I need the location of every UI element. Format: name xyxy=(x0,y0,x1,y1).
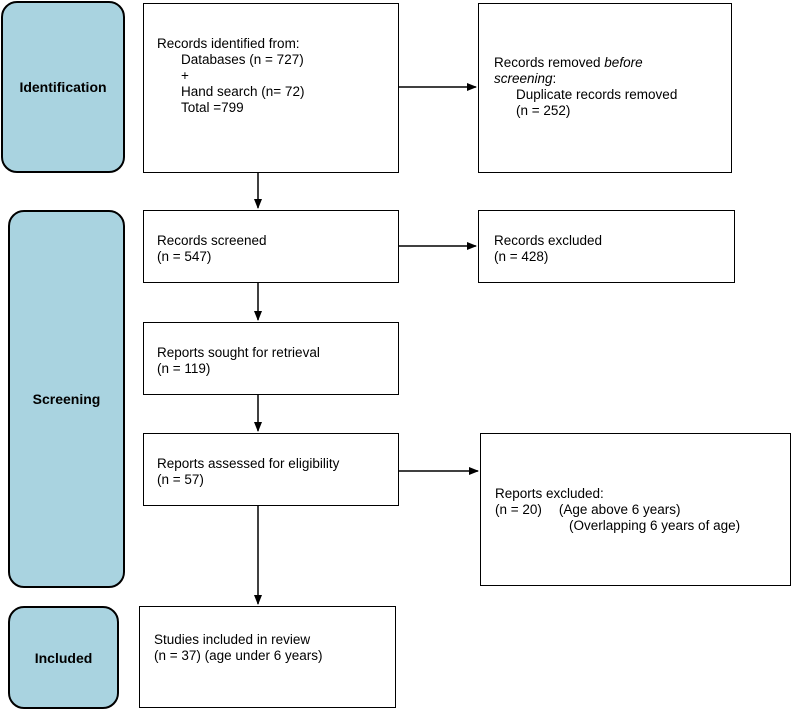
reports-excluded-line-2a: (n = 20) xyxy=(495,502,542,517)
removed-line-2-suffix: : xyxy=(552,71,557,86)
identified-line-5: Total =799 xyxy=(181,100,244,115)
reports-excluded-line-1: Reports excluded: xyxy=(495,486,604,501)
included-line-1: Studies included in review xyxy=(154,632,311,647)
removed-line-1-prefix: Records removed xyxy=(494,55,605,70)
records-removed-box: Records removed before screening: Duplic… xyxy=(478,3,732,173)
assessed-line-1: Reports assessed for eligibility xyxy=(157,456,340,471)
included-line-2: (n = 37) (age under 6 years) xyxy=(154,648,323,663)
screened-line-2: (n = 547) xyxy=(157,249,212,264)
records-excluded-box: Records excluded (n = 428) xyxy=(478,210,735,283)
identified-line-2: Databases (n = 727) xyxy=(181,52,304,67)
identified-line-3: + xyxy=(181,68,189,83)
phase-included: Included xyxy=(8,606,119,709)
identified-line-1: Records identified from: xyxy=(157,36,300,51)
removed-line-1-italic: before xyxy=(604,55,643,70)
phase-screening-label: Screening xyxy=(32,391,101,407)
removed-line-4: (n = 252) xyxy=(516,103,571,118)
reports-excluded-line-2b: (Age above 6 years) xyxy=(558,502,681,517)
sought-line-2: (n = 119) xyxy=(157,361,211,376)
records-screened-box: Records screened (n = 547) xyxy=(143,210,399,283)
reports-excluded-line-3: (Overlapping 6 years of age) xyxy=(569,518,741,533)
removed-line-2-italic: screening xyxy=(494,71,553,86)
reports-excluded-box: Reports excluded: (n = 20) (Age above 6 y… xyxy=(480,433,791,586)
sought-line-1: Reports sought for retrieval xyxy=(157,345,320,360)
phase-identification: Identification xyxy=(1,1,125,173)
reports-sought-box: Reports sought for retrieval (n = 119) xyxy=(143,322,399,395)
identified-line-4: Hand search (n= 72) xyxy=(181,84,305,99)
reports-assessed-box: Reports assessed for eligibility (n = 57… xyxy=(143,433,399,506)
screened-line-1: Records screened xyxy=(157,233,267,248)
studies-included-box: Studies included in review (n = 37) (age… xyxy=(139,606,396,708)
phase-identification-label: Identification xyxy=(19,79,107,95)
phase-screening: Screening xyxy=(8,210,125,588)
excluded-line-1: Records excluded xyxy=(494,233,603,248)
excluded-line-2: (n = 428) xyxy=(494,249,549,264)
assessed-line-2: (n = 57) xyxy=(157,472,204,487)
records-identified-box: Records identified from: Databases (n = … xyxy=(143,3,399,173)
removed-line-3: Duplicate records removed xyxy=(516,87,678,102)
phase-included-label: Included xyxy=(34,649,93,666)
